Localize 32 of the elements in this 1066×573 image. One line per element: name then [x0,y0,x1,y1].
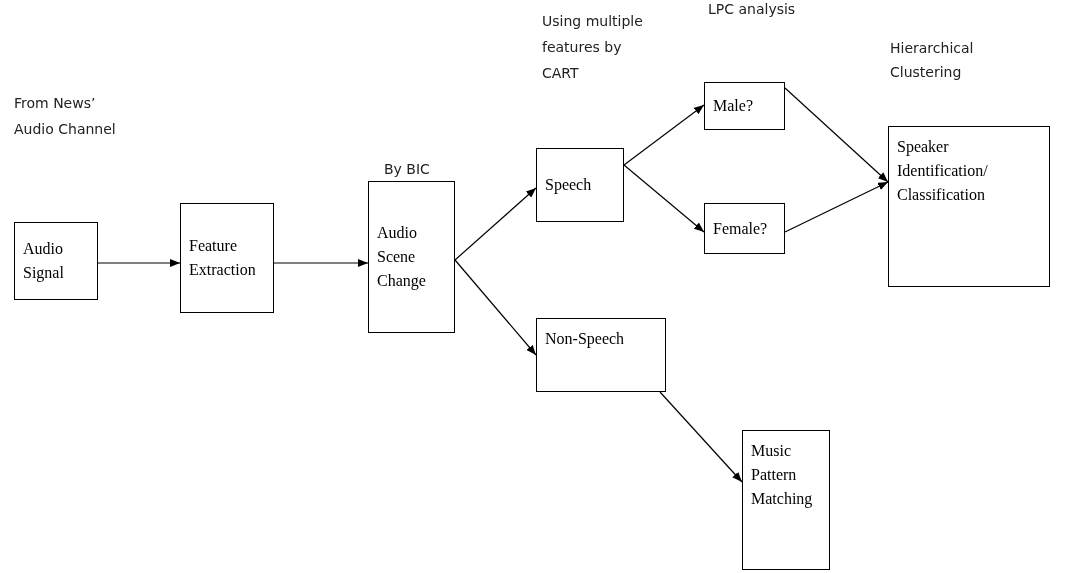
box-label: Audio Scene Change [377,223,427,292]
box-label: Non-Speech [545,329,626,350]
process-box [180,203,274,313]
box-label: Speech [545,175,593,196]
process-box [704,82,785,130]
process-box [704,203,785,254]
arrow [623,164,705,233]
process-box [742,430,830,570]
process-box [14,222,98,300]
step-annotation: Hierarchical Clustering [890,39,975,82]
process-box [536,318,666,392]
arrow [623,104,705,166]
box-label: Male? [713,96,754,116]
box-label: Audio Signal [23,239,65,284]
box-label: Music Pattern Matching [751,441,814,510]
process-box [888,126,1050,287]
arrow [273,259,369,267]
box-label: Speaker Identification/ Classification [897,137,989,205]
step-annotation: Using multiple features by CART [542,12,644,83]
step-annotation: By BIC [384,160,431,179]
step-annotation: LPC analysis [708,0,797,19]
arrow [97,259,181,267]
arrow [784,87,889,183]
arrow [454,259,537,356]
arrow [659,391,743,483]
process-box [368,181,455,333]
box-label: Female? [713,218,769,239]
arrow [784,181,889,233]
box-label: Feature Extraction [189,236,257,280]
step-annotation: From News’ Audio Channel [14,94,117,139]
process-box [536,148,624,222]
arrow [454,187,537,261]
